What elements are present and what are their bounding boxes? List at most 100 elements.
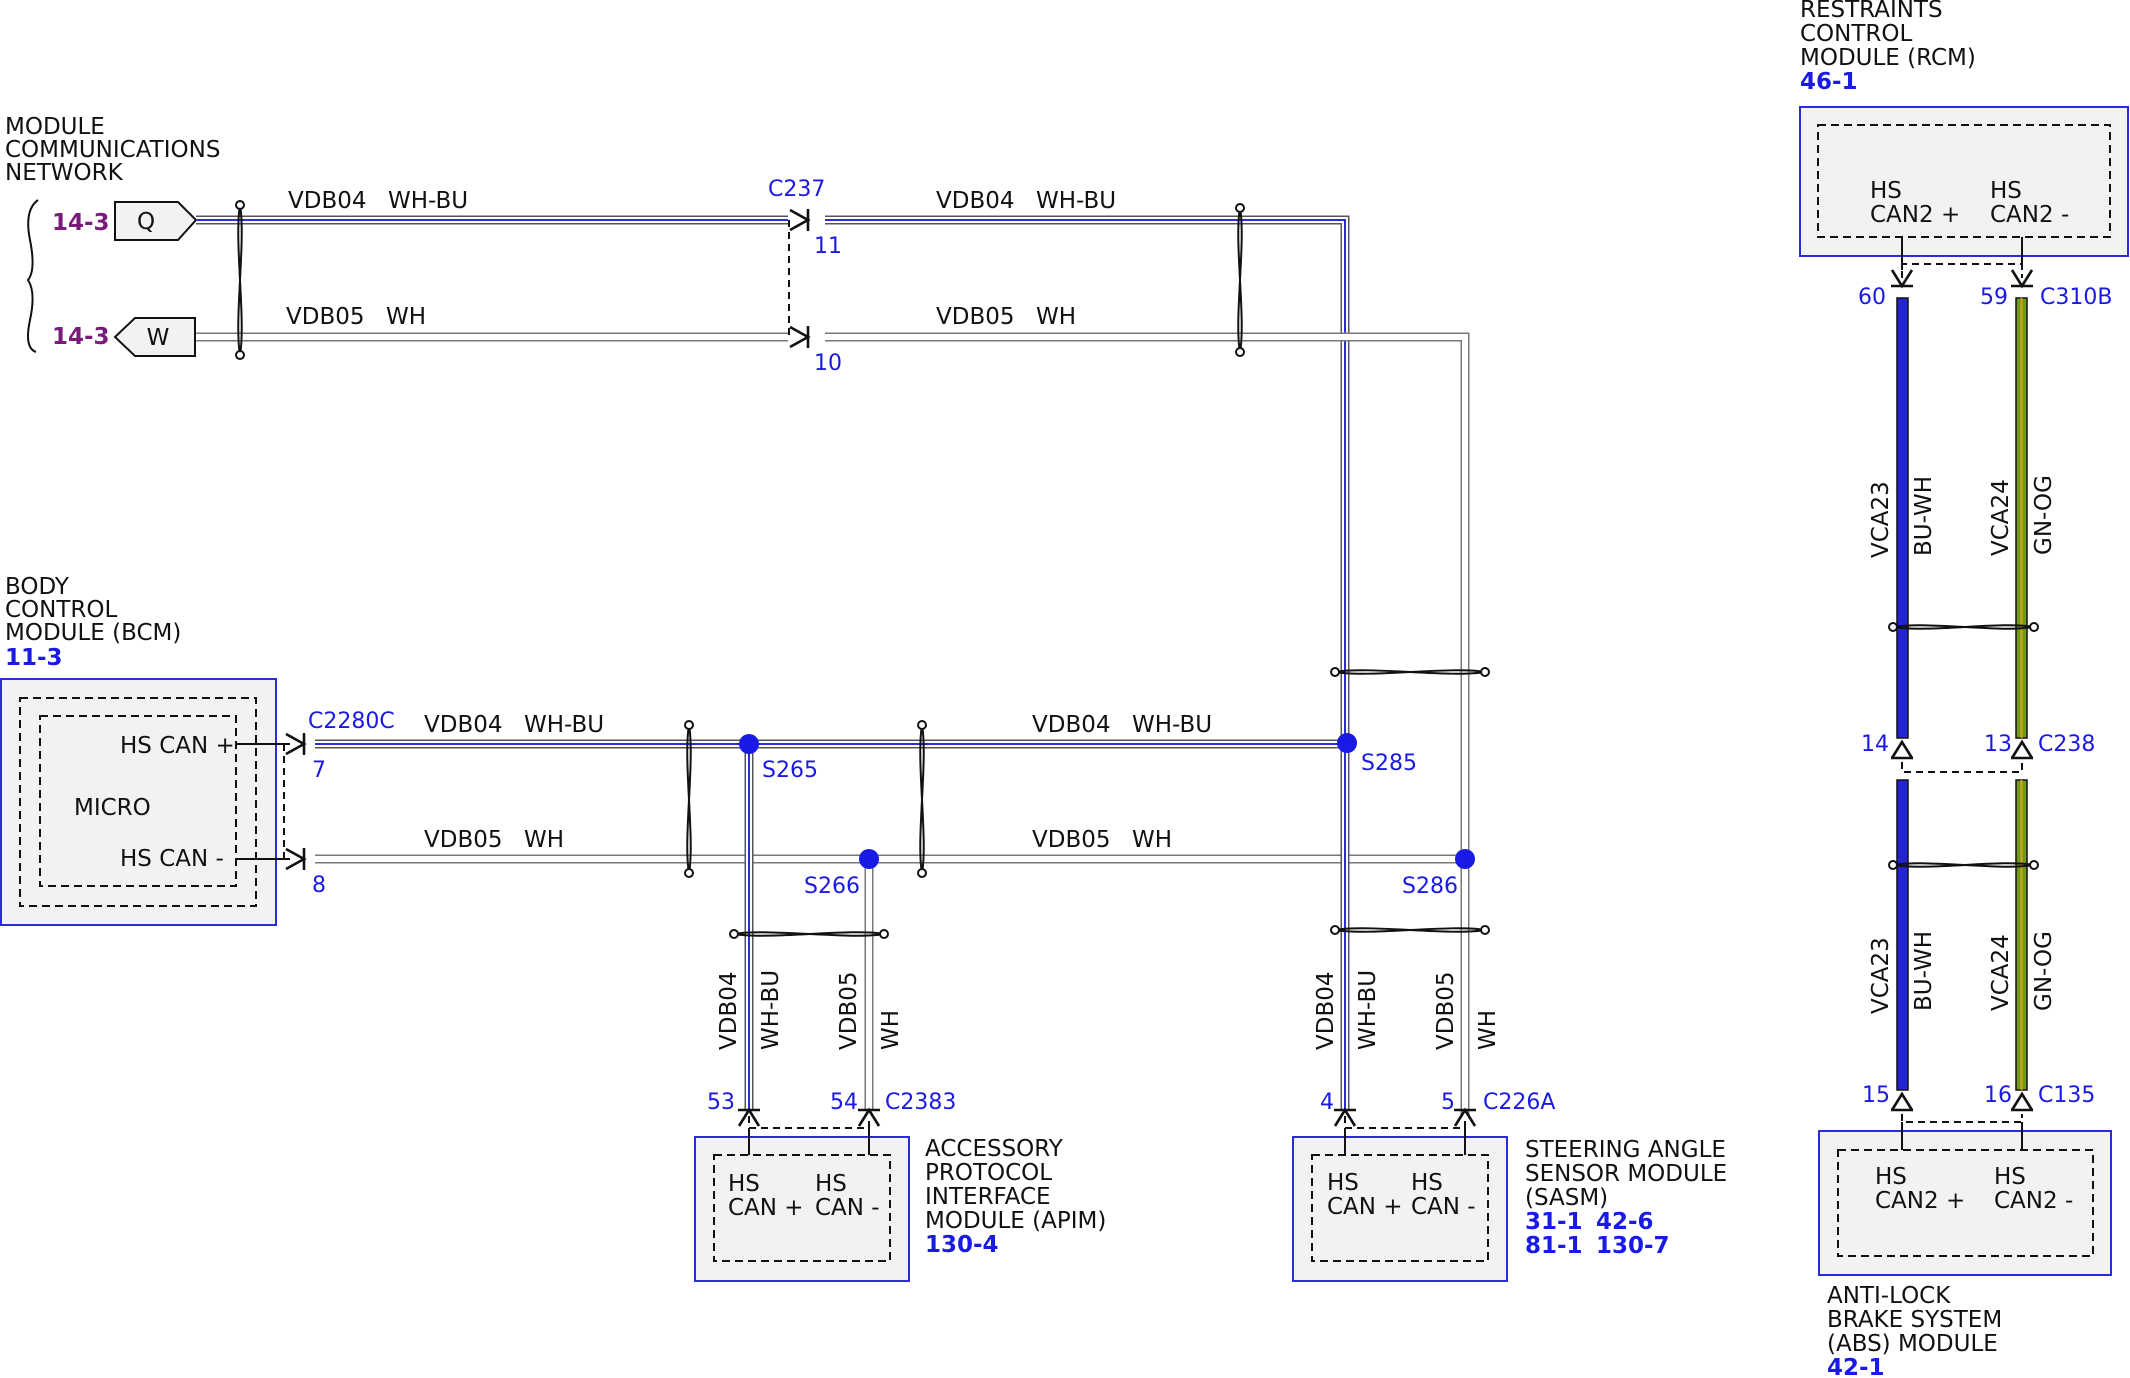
wire-vca24-upper	[2015, 297, 2028, 739]
wire-label-vdb05: VDB05	[1433, 972, 1459, 1051]
sasm-module[interactable]: HS CAN + HS CAN -	[1292, 1128, 1508, 1282]
wire-label-wh: WH	[1475, 1010, 1501, 1050]
conn-w-letter: W	[147, 325, 170, 351]
abs-pin-plus-line2: CAN2 +	[1875, 1188, 1965, 1214]
splice-s285: S285	[1337, 733, 1417, 776]
wire-label-wh: WH	[878, 1010, 904, 1050]
rcm-module[interactable]: HS CAN2 + HS CAN2 -	[1799, 106, 2129, 270]
network-title: MODULE COMMUNICATIONS NETWORK	[5, 114, 220, 186]
rcm-pin-plus-line1: HS	[1870, 178, 1902, 204]
sasm-page-ref[interactable]: 81-1	[1525, 1233, 1583, 1259]
conn-q-flag: Q	[114, 201, 198, 241]
sasm-title-line2: SENSOR MODULE	[1525, 1161, 1727, 1187]
wire-vca23-upper	[1896, 297, 1909, 739]
abs-module[interactable]: HS CAN2 + HS CAN2 -	[1818, 1122, 2112, 1276]
apim-module[interactable]: HS CAN + HS CAN -	[694, 1128, 910, 1282]
abs-pin-minus-line1: HS	[1994, 1164, 2026, 1190]
wire-label-wh-bu: WH-BU	[758, 970, 784, 1050]
twist-marker	[1330, 667, 1490, 677]
connector-c2383-pin-53: 53	[707, 1090, 735, 1115]
sasm-page-ref[interactable]: 130-7	[1596, 1233, 1670, 1259]
connector-c2280c-pin-7: 7	[312, 758, 326, 783]
connector-c135-pin-16: 16	[1984, 1083, 2012, 1108]
connector-c2280c[interactable]: C2280C 7 8	[283, 709, 395, 898]
apim-title: ACCESSORY PROTOCOL INTERFACE MODULE (API…	[925, 1136, 1106, 1258]
connector-c135-pin-15: 15	[1862, 1083, 1890, 1108]
wire-label-vdb05: VDB05	[424, 827, 503, 853]
sasm-title: STEERING ANGLE SENSOR MODULE (SASM) 31-1…	[1525, 1137, 1727, 1259]
connector-c2383-pin-54: 54	[830, 1090, 858, 1115]
bcm-pin-hs-can-minus: HS CAN -	[120, 846, 224, 872]
conn-w-page-ref[interactable]: 14-3	[52, 324, 110, 350]
connector-c310b-label: C310B	[2040, 285, 2112, 310]
conn-q-letter: Q	[137, 209, 155, 235]
apim-page-ref[interactable]: 130-4	[925, 1232, 999, 1258]
rcm-pin-minus-line2: CAN2 -	[1990, 202, 2069, 228]
rcm-page-ref[interactable]: 46-1	[1800, 69, 1858, 95]
twist-marker	[729, 929, 889, 939]
connector-c2383[interactable]: 53 54 C2383	[707, 1090, 956, 1129]
connector-c135[interactable]: 15 16 C135	[1862, 1083, 2095, 1123]
twist-marker	[1330, 925, 1490, 935]
wire-label-vdb04: VDB04	[424, 712, 503, 738]
connector-c226a[interactable]: 4 5 C226A	[1320, 1090, 1555, 1129]
abs-pin-minus-line2: CAN2 -	[1994, 1188, 2073, 1214]
wire-label-wh-bu: WH-BU	[1355, 970, 1381, 1050]
connector-c2280c-label: C2280C	[308, 709, 395, 734]
abs-page-ref[interactable]: 42-1	[1827, 1355, 1885, 1378]
wire-label-vca23: VCA23	[1868, 481, 1894, 558]
twist-marker	[684, 720, 694, 878]
apim-title-line2: PROTOCOL	[925, 1160, 1052, 1186]
wire-vca23-lower	[1896, 779, 1909, 1091]
wire-label-bu-wh: BU-WH	[1911, 931, 1937, 1011]
apim-pin-plus-line2: CAN +	[728, 1195, 804, 1221]
wire-label-vdb05: VDB05	[936, 304, 1015, 330]
wire-label-vca23: VCA23	[1868, 937, 1894, 1014]
apim-pin-minus-line1: HS	[815, 1171, 847, 1197]
wire-label-vdb04: VDB04	[936, 188, 1015, 214]
connector-c226a-pin-5: 5	[1441, 1090, 1455, 1115]
connector-c226a-label: C226A	[1483, 1090, 1555, 1115]
sasm-title-line3: (SASM)	[1525, 1185, 1608, 1211]
bcm-micro-label: MICRO	[74, 795, 151, 821]
wire-label-gn-og: GN-OG	[2031, 931, 2057, 1011]
abs-title-line3: (ABS) MODULE	[1827, 1331, 1998, 1357]
sasm-page-ref[interactable]: 42-6	[1596, 1209, 1654, 1235]
rcm-pin-plus-line2: CAN2 +	[1870, 202, 1960, 228]
bcm-page-ref[interactable]: 11-3	[5, 645, 63, 671]
connector-c310b[interactable]: 60 59 C310B	[1858, 263, 2112, 310]
twist-marker	[1888, 860, 2039, 870]
wire-top-vdb04	[196, 215, 1350, 745]
twist-marker	[1888, 622, 2039, 632]
wire-label-vdb05: VDB05	[1032, 827, 1111, 853]
connector-c237[interactable]: C237 11 10	[768, 177, 842, 376]
sasm-title-line1: STEERING ANGLE	[1525, 1137, 1726, 1163]
wire-label-gn-og: GN-OG	[2031, 475, 2057, 555]
conn-w-flag: W	[113, 317, 196, 357]
sasm-page-ref[interactable]: 31-1	[1525, 1209, 1583, 1235]
wire-label-vdb05: VDB05	[286, 304, 365, 330]
wire-label-wh: WH	[386, 304, 426, 330]
conn-q-page-ref[interactable]: 14-3	[52, 210, 110, 236]
connector-c135-label: C135	[2038, 1083, 2095, 1108]
bcm-pin-hs-can-plus: HS CAN +	[120, 733, 235, 759]
wire-label-wh: WH	[524, 827, 564, 853]
wire-label-wh-bu: WH-BU	[524, 712, 604, 738]
network-title-line1: MODULE	[5, 114, 105, 140]
twist-marker	[1235, 203, 1245, 357]
sasm-pin-minus-line1: HS	[1411, 1170, 1443, 1196]
connector-c238[interactable]: 14 13 C238	[1861, 732, 2095, 773]
wire-label-vdb05: VDB05	[836, 972, 862, 1051]
wire-label-vca24: VCA24	[1988, 934, 2014, 1011]
bcm-title-line2: CONTROL	[5, 597, 118, 623]
bcm-module[interactable]: HS CAN + MICRO HS CAN -	[0, 678, 290, 926]
rcm-title-line3: MODULE (RCM)	[1800, 45, 1976, 71]
connector-c237-pin-10: 10	[814, 351, 842, 376]
splice-s286-label: S286	[1402, 874, 1458, 899]
apim-pin-minus-line2: CAN -	[815, 1195, 880, 1221]
wire-label-vdb04: VDB04	[1313, 972, 1339, 1051]
network-title-line2: COMMUNICATIONS	[5, 137, 220, 163]
abs-title-line2: BRAKE SYSTEM	[1827, 1307, 2002, 1333]
